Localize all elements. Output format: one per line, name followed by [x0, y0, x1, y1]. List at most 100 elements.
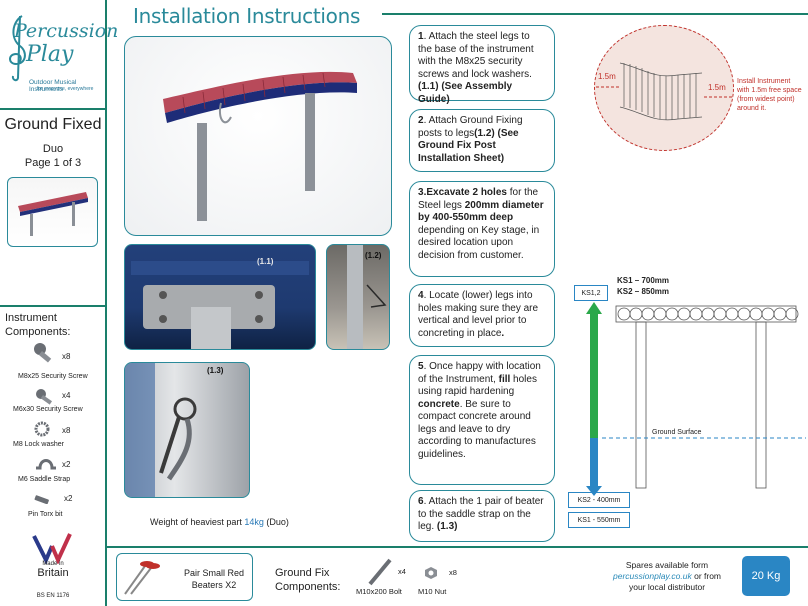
- footer-divider: [106, 546, 808, 606]
- ground-post-illustration: [347, 245, 387, 349]
- step-text: . Once happy with location of the Instru…: [418, 361, 541, 385]
- bolt-label: M10x200 Bolt: [356, 587, 402, 596]
- beater-icon: [124, 561, 160, 595]
- step-2: 2. Attach Ground Fixing posts to legs(1.…: [409, 109, 555, 172]
- page-title: Installation Instructions: [133, 4, 361, 28]
- clearance-zone: [594, 25, 734, 151]
- weight-note-value: 14kg: [244, 517, 264, 527]
- step-number: 1: [418, 31, 424, 42]
- britain-label: Britain: [37, 567, 69, 579]
- ks2-depth-box: KS2 - 400mm: [568, 492, 630, 508]
- step-text: . Attach Ground Fixing posts to legs: [418, 115, 523, 139]
- sidebar-rule: [0, 305, 106, 307]
- component-count: x8: [62, 352, 71, 361]
- step-5: 5. Once happy with location of the Instr…: [409, 355, 555, 485]
- photo-label: (1.1): [257, 257, 274, 266]
- ks2-depth-label: KS2 - 400mm: [577, 496, 621, 504]
- component-count: x2: [62, 460, 71, 469]
- step-text: depending on Key stage, in desired locat…: [418, 224, 540, 261]
- clearance-left-dim: 1.5m: [598, 72, 616, 81]
- spares-line-2: or from your local distributor: [628, 571, 722, 592]
- step-3: 3.Excavate 2 holes for the Steel legs 20…: [409, 181, 555, 277]
- sidebar-divider: [105, 0, 107, 606]
- saddle-strap-icon: [36, 459, 56, 470]
- bolt-icon: [368, 558, 392, 586]
- photo-ground-post: (1.2): [326, 244, 390, 350]
- bolt-count: x4: [398, 567, 406, 576]
- standard-label: BS EN 1176: [36, 593, 70, 599]
- spares-note: Spares available form percussionplay.co.…: [608, 560, 726, 593]
- logo-line-1: Percussion: [14, 20, 119, 42]
- installation-depth-diagram: [586, 302, 806, 496]
- photo-beater-strap: (1.3): [124, 362, 250, 498]
- component-count: x2: [64, 494, 73, 503]
- step-number: 5: [418, 361, 424, 372]
- product-photo: [124, 36, 392, 236]
- security-screw-icon: [34, 343, 52, 363]
- security-screw-icon: [36, 389, 53, 405]
- component-label: M8 Lock washer: [13, 441, 64, 448]
- xylophone-illustration: [163, 71, 357, 221]
- step-number: 3: [418, 187, 424, 198]
- photo-leg-attachment: (1.1): [124, 244, 316, 350]
- ks12-label: KS1,2: [581, 289, 601, 297]
- model-name: Duo: [42, 143, 64, 155]
- treble-clef-icon: [9, 15, 26, 82]
- logo-tagline: Outdoor Musical Instruments: [29, 79, 77, 93]
- spares-link[interactable]: percussionplay.co.uk: [612, 571, 692, 581]
- title-rule: [382, 13, 808, 15]
- ks1-depth-box: KS1 - 550mm: [568, 512, 630, 528]
- step-text: (1.3): [436, 521, 458, 532]
- lock-washer-icon: [34, 421, 50, 437]
- ks1-height-label: KS1 – 700mm: [617, 276, 670, 285]
- logo-tagline-sub: for everyone, everywhere: [37, 86, 94, 92]
- component-label: Pin Torx bit: [28, 511, 63, 518]
- spares-line-1: Spares available form: [625, 560, 709, 570]
- step-text: . Attach the steel legs to the base of t…: [418, 31, 534, 80]
- step-text: concrete: [418, 398, 460, 410]
- clearance-plan-diagram: [596, 62, 732, 121]
- weight-note-prefix: Weight of heaviest part: [150, 517, 245, 527]
- sidebar-rule: [0, 108, 106, 110]
- step-6: 6. Attach the 1 pair of beater to the sa…: [409, 490, 555, 542]
- torx-bit-icon: [34, 495, 49, 504]
- xylophone-thumbnail-icon: [18, 192, 88, 236]
- sidebar-heading: Ground Fixed: [4, 116, 102, 133]
- step-text: . Attach the 1 pair of beater to the sad…: [418, 496, 544, 532]
- logo-line-2: Play: [26, 42, 74, 67]
- step-text: .: [501, 327, 505, 339]
- step-text: 200mm diameter by 400-550mm deep: [418, 199, 544, 224]
- step-text: (1.2) (See Ground Fix Post Installation …: [418, 127, 519, 164]
- nut-count: x8: [449, 568, 457, 577]
- total-weight: 20 Kg: [751, 570, 781, 582]
- component-label: M6 Saddle Strap: [18, 476, 71, 483]
- ground-surface-label: Ground Surface: [652, 429, 702, 436]
- nut-icon: [425, 567, 437, 579]
- beaters-box: [116, 553, 253, 601]
- weight-note-suffix: (Duo): [263, 517, 289, 527]
- photo-label: (1.3): [207, 366, 224, 375]
- clearance-note: Install Instrument with 1.5m free space …: [737, 78, 802, 112]
- step-1: 1. Attach the steel legs to the base of …: [409, 25, 555, 105]
- ks2-height-label: KS2 – 850mm: [617, 287, 670, 296]
- total-weight-badge: 20 Kg: [742, 556, 790, 596]
- step-text: fill: [498, 373, 511, 385]
- made-in-britain-logo: [32, 533, 72, 564]
- ground-fix-title: Ground Fix Components:: [275, 567, 341, 593]
- step-text: .Excavate 2 holes: [423, 187, 507, 198]
- step-4: 4. Locate (lower) legs into holes making…: [409, 284, 555, 347]
- ks1-depth-label: KS1 - 550mm: [577, 516, 621, 524]
- nut-label: M10 Nut: [418, 587, 447, 596]
- step-text: . Be sure to compact concrete around leg…: [418, 398, 536, 460]
- step-number: 2: [418, 115, 424, 126]
- ks12-box: KS1,2: [574, 285, 608, 301]
- photo-label: (1.2): [365, 251, 382, 260]
- component-count: x4: [62, 391, 71, 400]
- step-text: for the Steel legs: [418, 187, 539, 211]
- step-number: 6: [418, 496, 424, 507]
- weight-note: Weight of heaviest part 14kg (Duo): [150, 517, 289, 527]
- components-title: Instrument Components:: [5, 312, 71, 338]
- step-text: (1.1) (See Assembly Guide): [418, 81, 513, 105]
- saddle-strap-illustration: [125, 363, 197, 497]
- page-indicator: Page 1 of 3: [24, 157, 82, 169]
